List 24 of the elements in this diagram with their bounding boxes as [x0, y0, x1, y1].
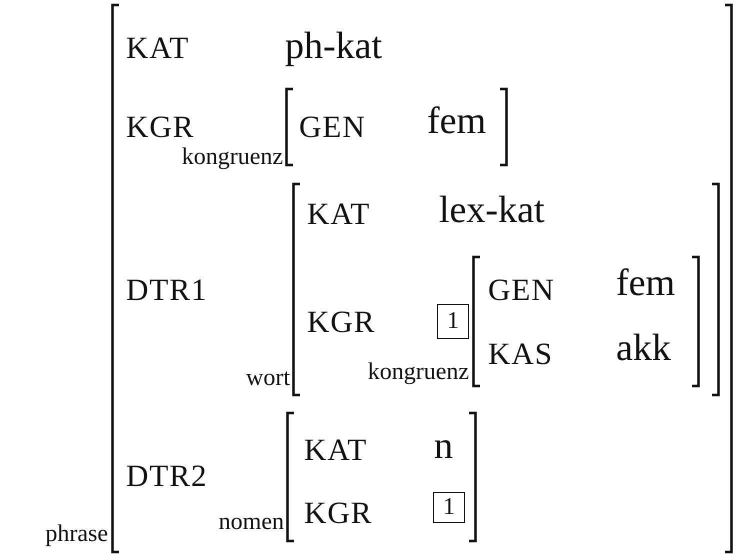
feature-name: KAT — [307, 198, 370, 229]
type-label: nomen — [218, 510, 284, 534]
feature-value: fem — [616, 264, 676, 302]
type-label: phrase — [45, 522, 108, 546]
feature-name: KAT — [304, 434, 368, 465]
type-label: kongruenz — [368, 360, 469, 384]
feature-name: KGR — [304, 497, 372, 528]
feature-value: akk — [616, 329, 671, 367]
feature-value: fem — [427, 102, 486, 140]
feature-name: KAT — [126, 32, 190, 63]
type-label: wort — [246, 366, 290, 390]
feature-name: GEN — [299, 111, 366, 142]
feature-name: GEN — [488, 274, 555, 305]
feature-name: KAS — [488, 338, 554, 369]
feature-value: n — [434, 427, 453, 465]
type-label: kongruenz — [182, 145, 283, 169]
feature-value: lex-kat — [439, 191, 545, 229]
tag-box: 1 — [433, 492, 465, 523]
feature-name: KGR — [126, 111, 194, 142]
tag-box: 1 — [437, 304, 469, 339]
feature-name: DTR1 — [126, 274, 208, 305]
feature-name: KGR — [307, 306, 376, 337]
feature-name: DTR2 — [126, 460, 208, 491]
feature-value: ph-kat — [285, 27, 382, 65]
